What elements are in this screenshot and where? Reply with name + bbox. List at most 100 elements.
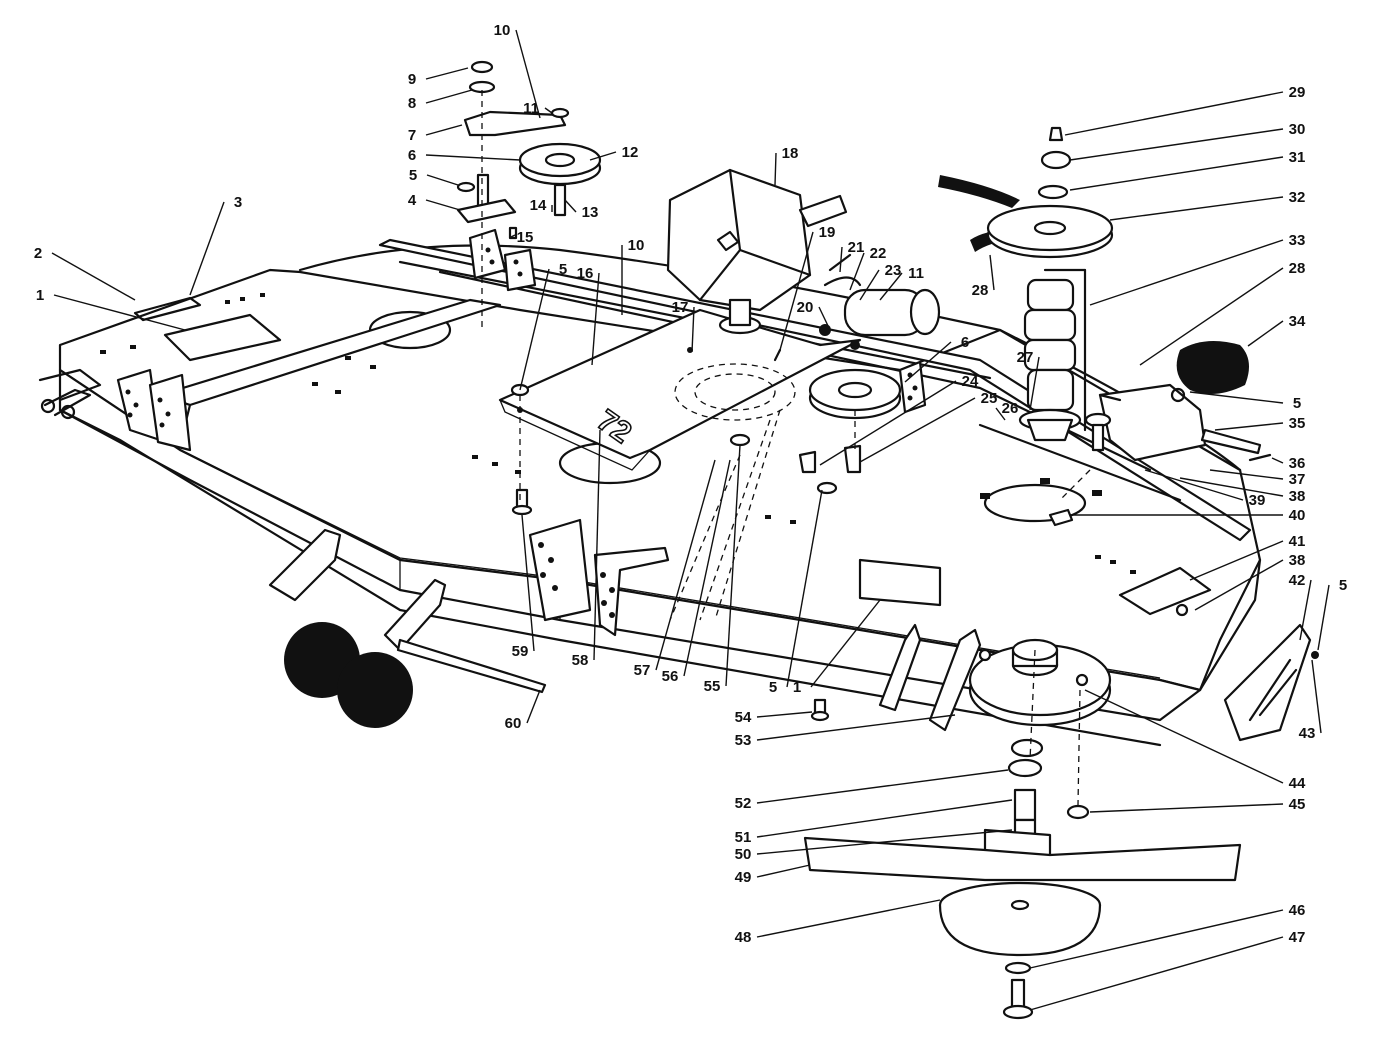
leader-line-c9: [425, 67, 469, 80]
callout-c22: 22: [870, 245, 887, 262]
leader-line-c5a: [426, 174, 459, 186]
leader-line-c20: [818, 306, 831, 331]
callout-c34: 34: [1289, 313, 1306, 330]
callout-c28b: 28: [1289, 260, 1306, 277]
leader-line-c58: [593, 429, 601, 661]
leader-line-c27: [1029, 356, 1040, 411]
callout-c10a: 10: [494, 22, 511, 39]
leader-line-c4: [425, 199, 461, 211]
cutting-blade: [803, 836, 1242, 882]
callout-c28a: 28: [972, 282, 989, 299]
left-idler-assembly: [456, 60, 602, 330]
leader-line-c44: [1084, 689, 1284, 784]
leader-line-c3: [189, 201, 225, 296]
callout-c21: 21: [848, 239, 865, 256]
front-mid-brackets: [468, 228, 670, 637]
callout-c17: 17: [672, 299, 689, 316]
leader-line-c22: [849, 252, 865, 291]
leader-line-c29: [1064, 91, 1284, 136]
leader-line-c15: [510, 234, 516, 238]
leader-line-c2: [51, 252, 136, 301]
gauge-wheels: [268, 528, 547, 728]
callout-c24: 24: [962, 373, 979, 390]
leader-line-c7: [425, 124, 463, 136]
leader-line-c10a: [515, 29, 541, 119]
callout-c31: 31: [1289, 149, 1306, 166]
leader-line-c21: [839, 246, 843, 273]
leader-line-c49: [756, 864, 811, 878]
leader-line-c6a: [425, 154, 521, 161]
leader-line-c19: [779, 231, 814, 351]
leader-line-c26: [995, 407, 1006, 421]
callout-c13: 13: [582, 204, 599, 221]
leader-line-c12: [589, 151, 617, 161]
leader-line-c46: [1029, 909, 1284, 969]
callout-c51: 51: [735, 829, 752, 846]
callout-c37: 37: [1289, 471, 1306, 488]
callout-c27: 27: [1017, 349, 1034, 366]
leader-line-c48: [756, 899, 941, 938]
leader-line-c5c: [1189, 391, 1284, 404]
leader-line-c38a: [1179, 477, 1284, 497]
leader-line-c45: [1089, 803, 1284, 813]
callout-c42: 42: [1289, 572, 1306, 589]
callout-c11a: 11: [523, 100, 539, 117]
callout-c5b: 5: [559, 261, 567, 278]
callout-c2: 2: [34, 245, 42, 262]
callout-c18: 18: [782, 145, 799, 162]
leader-line-c35: [1214, 422, 1284, 431]
blade-bolt: [1002, 961, 1034, 1020]
leader-line-c41: [1189, 540, 1284, 581]
callout-c60: 60: [505, 715, 522, 732]
callout-c48: 48: [735, 929, 752, 946]
right-side-hardware: [1048, 393, 1319, 742]
callout-c5a: 5: [409, 167, 417, 184]
leader-line-c55: [725, 444, 741, 687]
front-left-brackets: [38, 368, 192, 452]
leader-line-c43: [1311, 659, 1322, 734]
callout-c10b: 10: [628, 237, 645, 254]
callout-c35: 35: [1289, 415, 1306, 432]
callout-c36: 36: [1289, 455, 1306, 472]
leader-line-c6b: [904, 341, 952, 383]
leader-line-c24: [819, 380, 957, 466]
leader-line-c37: [1209, 469, 1284, 480]
callout-c6a: 6: [408, 147, 416, 164]
leader-line-c39: [1144, 469, 1244, 501]
callout-c44: 44: [1289, 775, 1306, 792]
blade-cup: [938, 881, 1102, 957]
idler-plate: 72: [498, 308, 862, 471]
leader-line-c54: [756, 711, 813, 718]
callout-c59: 59: [512, 643, 529, 660]
leader-line-c25: [859, 397, 976, 463]
leader-line-c11b: [879, 272, 903, 301]
callout-c26: 26: [1002, 400, 1019, 417]
callout-c56: 56: [662, 668, 679, 685]
leader-line-c47: [1029, 936, 1284, 1011]
leader-line-c5b: [519, 268, 550, 391]
callout-c39: 39: [1249, 492, 1266, 509]
leader-line-c32: [1109, 196, 1284, 221]
callout-c1a: 1: [36, 287, 44, 304]
callout-c58: 58: [572, 652, 589, 669]
callout-c55: 55: [704, 678, 721, 695]
leader-line-c33: [1089, 239, 1284, 306]
deck-roller: [1176, 341, 1249, 394]
leader-line-c38b: [1194, 559, 1284, 611]
callout-c3: 3: [234, 194, 242, 211]
callout-c8: 8: [408, 95, 416, 112]
callout-c5e: 5: [769, 679, 777, 696]
callout-c53: 53: [735, 732, 752, 749]
leader-line-c11a: [544, 107, 553, 114]
callout-c45: 45: [1289, 796, 1306, 813]
leader-line-c52: [756, 769, 1009, 804]
callout-c38a: 38: [1289, 488, 1306, 505]
right-idler-assembly: [798, 368, 902, 474]
callout-c15: 15: [517, 229, 534, 246]
callout-c50: 50: [735, 846, 752, 863]
leader-line-c42: [1299, 579, 1312, 641]
leader-line-c17: [691, 306, 695, 353]
callout-c49: 49: [735, 869, 752, 886]
